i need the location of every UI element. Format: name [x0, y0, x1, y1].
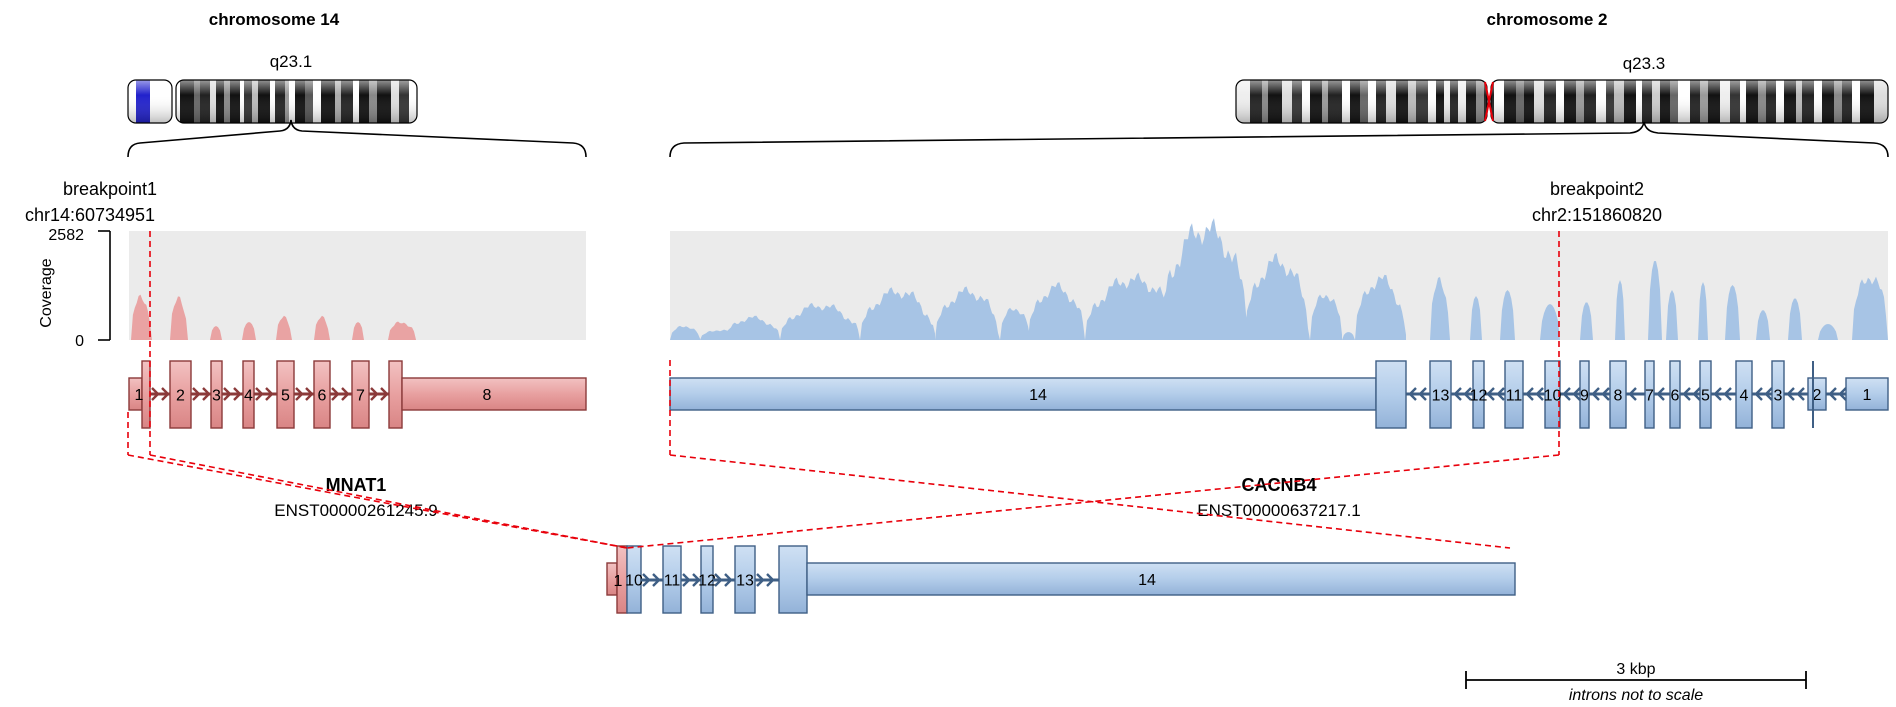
breakpoint2-label: breakpoint2 [1550, 179, 1644, 199]
breakpoint-connector-lines [127, 231, 1560, 549]
breakpoint2-position: chr2:151860820 [1532, 205, 1662, 225]
coverage-min-tick: 0 [75, 333, 84, 350]
scale-bar: 3 kbp introns not to scale [1465, 661, 1807, 704]
coverage-max-tick: 2582 [48, 227, 84, 244]
breakpoint1-position: chr14:60734951 [25, 205, 155, 225]
svg-text:13: 13 [736, 573, 754, 590]
right-gene-name: CACNB4 [1241, 475, 1316, 495]
left-band-label: q23.1 [270, 52, 313, 71]
scale-bar-note: introns not to scale [1569, 687, 1703, 704]
svg-text:7: 7 [356, 388, 365, 405]
svg-text:5: 5 [1701, 388, 1710, 405]
svg-text:1: 1 [1863, 387, 1872, 404]
svg-text:8: 8 [1614, 388, 1623, 405]
svg-text:12: 12 [1470, 388, 1488, 405]
svg-text:10: 10 [625, 573, 643, 590]
svg-text:7: 7 [1645, 388, 1654, 405]
svg-text:11: 11 [664, 573, 681, 590]
left-chrom-title: chromosome 14 [209, 10, 340, 29]
right-band-label: q23.3 [1623, 54, 1666, 73]
svg-text:4: 4 [1740, 388, 1749, 405]
svg-text:3: 3 [1774, 388, 1783, 405]
right-transcript-id: ENST00000637217.1 [1197, 501, 1361, 520]
svg-text:1: 1 [614, 573, 623, 590]
svg-text:4: 4 [244, 388, 253, 405]
left-gene-name: MNAT1 [326, 475, 387, 495]
svg-text:10: 10 [1544, 388, 1562, 405]
svg-text:6: 6 [1671, 388, 1680, 405]
svg-text:8: 8 [483, 387, 492, 404]
svg-text:3: 3 [212, 388, 221, 405]
svg-text:2: 2 [1813, 387, 1822, 404]
right-chrom-title: chromosome 2 [1487, 10, 1608, 29]
chromosome-14-ideogram [127, 79, 418, 124]
svg-text:12: 12 [698, 573, 716, 590]
svg-text:6: 6 [318, 388, 327, 405]
svg-text:13: 13 [1432, 388, 1450, 405]
svg-text:14: 14 [1029, 387, 1047, 404]
svg-text:14: 14 [1138, 572, 1156, 589]
right-coverage-track [670, 218, 1888, 340]
svg-text:5: 5 [281, 388, 290, 405]
mnat1-gene-model: 1 2 3 4 5 6 7 8 [128, 360, 587, 429]
left-coverage-background [129, 231, 586, 340]
svg-text:9: 9 [1580, 388, 1589, 405]
scale-bar-label: 3 kbp [1616, 661, 1655, 678]
left-zoom-brace [127, 119, 587, 158]
coverage-axis: 2582 0 Coverage [38, 227, 111, 350]
svg-text:11: 11 [1506, 388, 1523, 405]
svg-text:1: 1 [135, 387, 144, 404]
breakpoint1-label: breakpoint1 [63, 179, 157, 199]
svg-text:2: 2 [176, 388, 185, 405]
chromosome-2-ideogram [1235, 79, 1889, 124]
right-zoom-brace [669, 121, 1889, 158]
left-transcript-id: ENST00000261245.9 [274, 501, 438, 520]
coverage-axis-label: Coverage [38, 258, 55, 327]
